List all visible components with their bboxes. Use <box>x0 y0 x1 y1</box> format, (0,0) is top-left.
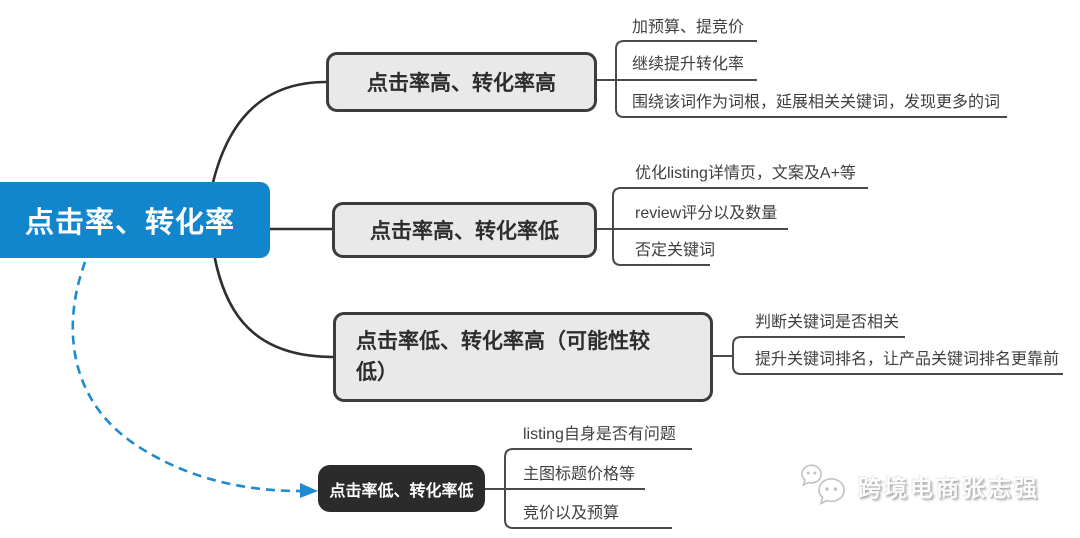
leaf-topic[interactable]: 优化listing详情页，文案及A+等 <box>635 165 856 182</box>
branch-topic-low-low[interactable]: 点击率低、转化率低 <box>318 465 485 512</box>
branch3-bracket-spine <box>732 336 1063 375</box>
leaf-topic[interactable]: 竞价以及预算 <box>523 505 620 522</box>
wechat-icon <box>801 464 845 505</box>
branch4-bracket-spine <box>504 448 692 529</box>
branch2-bracket-spine <box>612 187 868 266</box>
leaf-topic[interactable]: 主图标题价格等 <box>523 466 636 483</box>
branch-topic-high-low[interactable]: 点击率高、转化率低 <box>332 202 597 258</box>
leaf-topic[interactable]: review评分以及数量 <box>635 205 778 222</box>
dashed-arrow-head <box>300 483 318 498</box>
leaf-topic[interactable]: 围绕该词作为词根，延展相关关键词，发现更多的词 <box>632 94 1001 111</box>
branch1-leaf-bracket <box>597 40 1007 118</box>
branch2-leaf-bracket <box>597 187 868 266</box>
branch-topic-low-high[interactable]: 点击率低、转化率高（可能性较低） <box>333 312 713 402</box>
watermark-text: 跨境电商张志强 <box>858 475 1040 501</box>
leaf-topic[interactable]: listing自身是否有问题 <box>523 426 676 443</box>
root-topic[interactable]: 点击率、转化率 <box>0 182 270 258</box>
branch-topic-high-high[interactable]: 点击率高、转化率高 <box>326 52 597 112</box>
leaf-topic[interactable]: 提升关键词排名，让产品关键词排名更靠前 <box>755 351 1060 368</box>
leaf-topic[interactable]: 否定关键词 <box>635 242 716 259</box>
leaf-topic[interactable]: 判断关键词是否相关 <box>755 314 900 331</box>
leaf-topic[interactable]: 加预算、提竞价 <box>632 19 745 36</box>
watermark: 跨境电商张志强 <box>800 464 1040 508</box>
leaf-topic[interactable]: 继续提升转化率 <box>632 56 745 73</box>
dashed-arrow-connector <box>71 261 318 498</box>
branch3-leaf-bracket <box>713 336 1063 375</box>
branch4-leaf-bracket <box>485 448 692 529</box>
branch1-bracket-spine <box>615 40 1007 118</box>
dashed-arrow-path <box>71 261 301 493</box>
